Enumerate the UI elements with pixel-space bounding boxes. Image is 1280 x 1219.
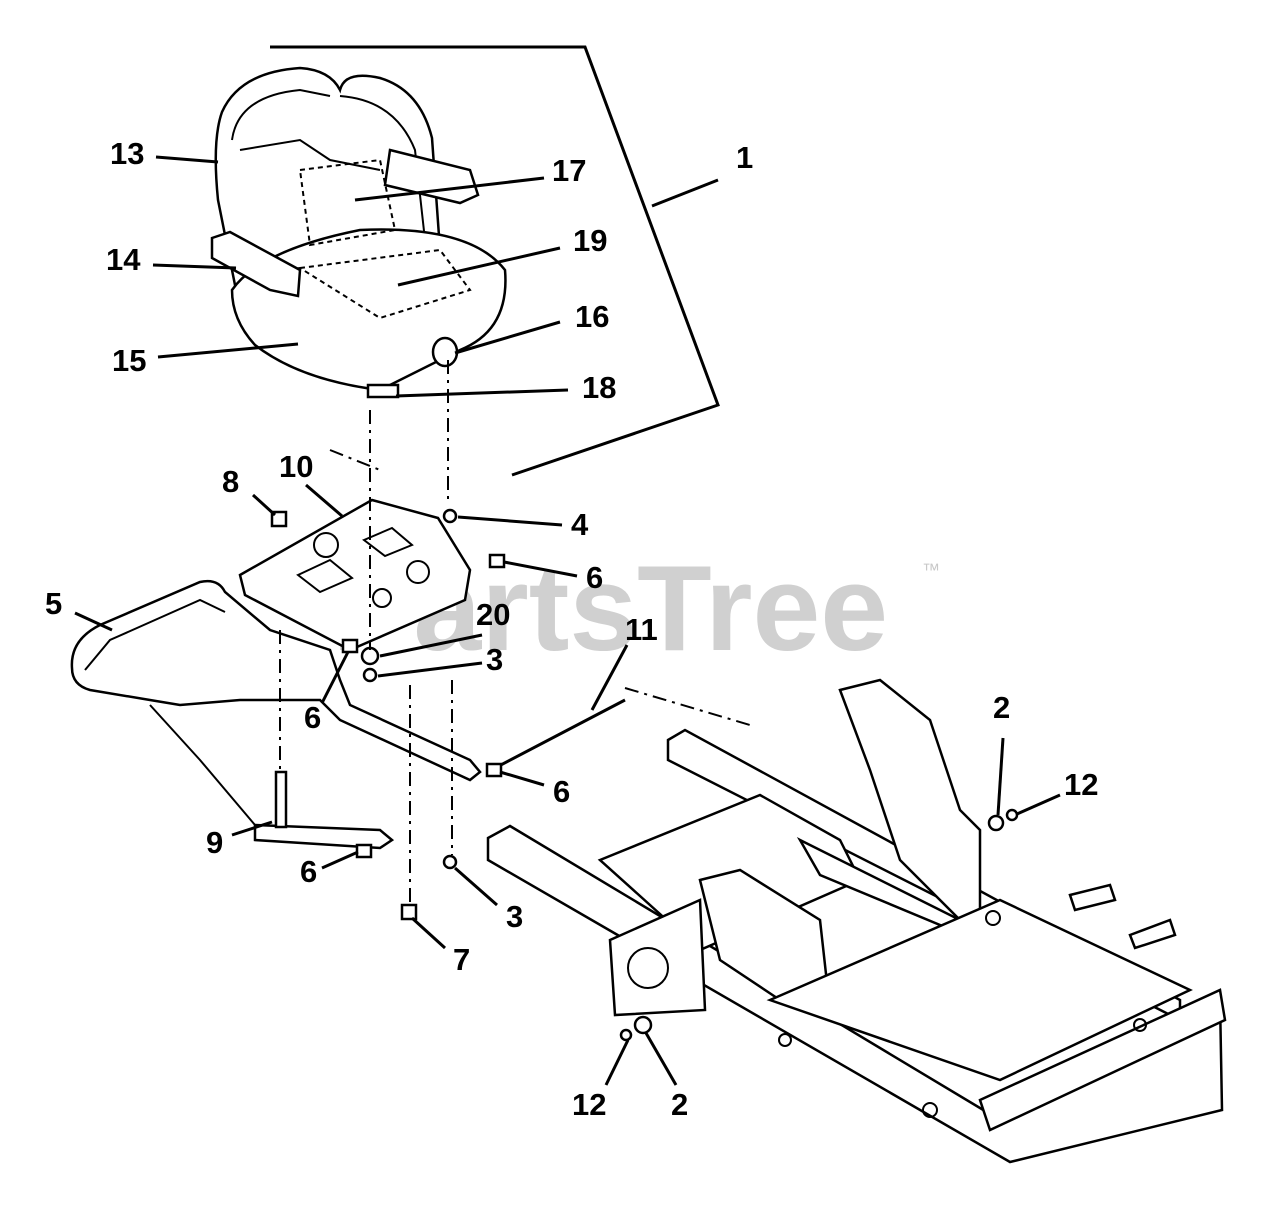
seat-assembly-bracket (270, 45, 720, 477)
callout-13: 13 (110, 136, 144, 171)
callout-3-lower: 3 (506, 899, 523, 934)
nut-3b (442, 854, 458, 870)
bolt-12a (1005, 808, 1019, 822)
seat (210, 66, 507, 399)
callout-2-lower: 2 (671, 1087, 688, 1122)
bushing-6b (341, 638, 359, 654)
nut-3a (362, 667, 378, 683)
callout-7: 7 (453, 942, 470, 977)
callout-6-middle: 6 (304, 700, 321, 735)
bolt-9 (274, 770, 288, 829)
watermark-trademark: ™ (922, 560, 940, 580)
callout-19: 19 (573, 223, 607, 258)
mower-frame (486, 678, 1227, 1164)
bolt-12b (619, 1028, 633, 1042)
callout-1: 1 (736, 140, 753, 175)
leader-lines (74, 155, 1061, 1086)
alignment-lines (279, 360, 453, 905)
callout-12-lower: 12 (572, 1087, 606, 1122)
callout-6-lower: 6 (300, 854, 317, 889)
washer-20 (360, 646, 380, 666)
callout-16: 16 (575, 299, 609, 334)
callout-12-right: 12 (1064, 767, 1098, 802)
callout-10: 10 (279, 449, 313, 484)
callout-2-upper: 2 (993, 690, 1010, 725)
callout-4: 4 (571, 507, 589, 542)
rod (494, 687, 751, 770)
callout-17: 17 (552, 153, 586, 188)
bolt-7 (400, 903, 418, 921)
washer-2b (633, 1015, 653, 1035)
callout-3-upper: 3 (486, 642, 503, 677)
callout-8: 8 (222, 464, 239, 499)
bushing-6c (485, 762, 503, 778)
spacer-4 (442, 508, 458, 524)
callout-5: 5 (45, 586, 62, 621)
washer-2a (987, 814, 1005, 832)
callout-6-right-upper: 6 (586, 560, 603, 595)
seat-frame (70, 579, 482, 850)
callout-11: 11 (625, 612, 658, 647)
callout-15: 15 (112, 343, 146, 378)
callout-6-right-lower: 6 (553, 774, 570, 809)
callout-18: 18 (582, 370, 616, 405)
nut-8 (270, 510, 288, 528)
bushing-6a (488, 553, 506, 569)
callout-20: 20 (476, 597, 510, 632)
bushing-6d (355, 843, 373, 859)
seat-plate (238, 449, 472, 652)
hardware (270, 508, 1019, 1042)
callout-9: 9 (206, 825, 223, 860)
callout-labels: 1 2 2 3 3 4 5 6 6 6 6 7 8 9 10 11 12 12 … (45, 136, 1098, 1122)
callout-14: 14 (106, 242, 141, 277)
